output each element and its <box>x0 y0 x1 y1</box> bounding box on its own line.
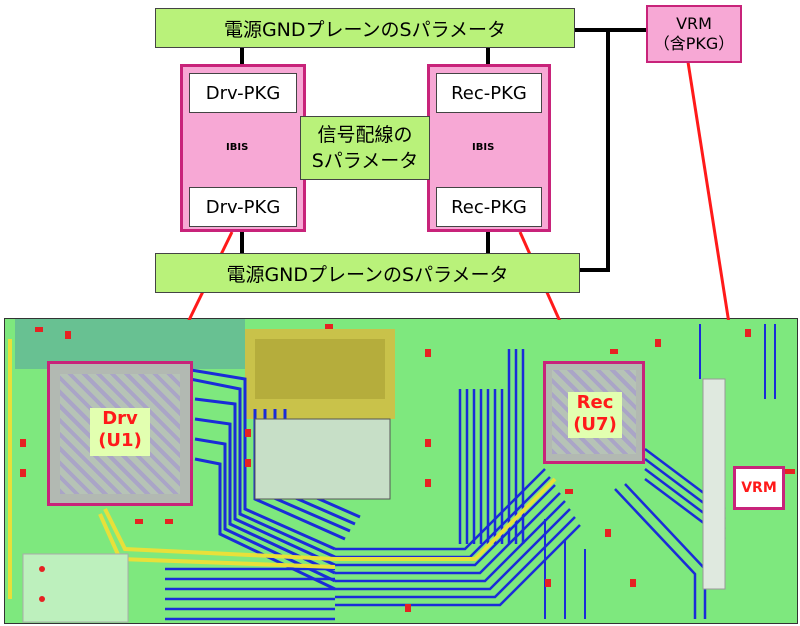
pcb-layout: Drv (U1) Rec (U7) VRM <box>4 318 798 624</box>
rec-chip: Rec (U7) <box>543 361 645 464</box>
plane-bottom: 電源GNDプレーンのSパラメータ <box>155 253 580 293</box>
rec-ibis-label: IBIS <box>472 142 495 153</box>
rec-pkg-bottom-label: Rec-PKG <box>451 196 527 218</box>
drv-pkg-bottom-label: Drv-PKG <box>205 196 281 218</box>
rec-chip-label-line1: Rec <box>576 392 614 413</box>
drv-chip-label-line2: (U1) <box>98 430 142 451</box>
signal-sparam-box: 信号配線の Sパラメータ <box>300 116 430 180</box>
drv-pkg-top: Drv-PKG <box>189 73 297 113</box>
drv-chip-label-line1: Drv <box>102 408 138 429</box>
vrm-box: VRM （含PKG） <box>646 5 742 63</box>
plane-top: 電源GNDプレーンのSパラメータ <box>155 8 575 48</box>
pcb-traces <box>8 319 795 623</box>
rec-chip-label: Rec (U7) <box>568 392 622 438</box>
signal-sparam-line1: 信号配線の <box>317 124 413 146</box>
rec-chip-label-line2: (U7) <box>573 414 617 435</box>
vrm-pcb-box: VRM <box>733 466 785 510</box>
signal-sparam-line2: Sパラメータ <box>311 150 419 172</box>
rec-pkg-top-label: Rec-PKG <box>451 82 527 104</box>
rec-package: Rec-PKG Rec-PKG <box>427 64 551 232</box>
vrm-line2: （含PKG） <box>653 34 735 53</box>
drv-pkg-top-label: Drv-PKG <box>205 82 281 104</box>
rec-pkg-bottom: Rec-PKG <box>436 187 542 227</box>
vrm-line1: VRM <box>676 14 712 33</box>
rec-pkg-top: Rec-PKG <box>436 73 542 113</box>
plane-bottom-label: 電源GNDプレーンのSパラメータ <box>226 263 509 286</box>
drv-chip: Drv (U1) <box>47 361 193 506</box>
drv-pkg-bottom: Drv-PKG <box>189 187 297 227</box>
drv-chip-label: Drv (U1) <box>90 408 150 456</box>
vrm-pcb-label: VRM <box>741 480 777 496</box>
plane-top-label: 電源GNDプレーンのSパラメータ <box>223 18 507 41</box>
drv-ibis-label: IBIS <box>226 142 249 153</box>
